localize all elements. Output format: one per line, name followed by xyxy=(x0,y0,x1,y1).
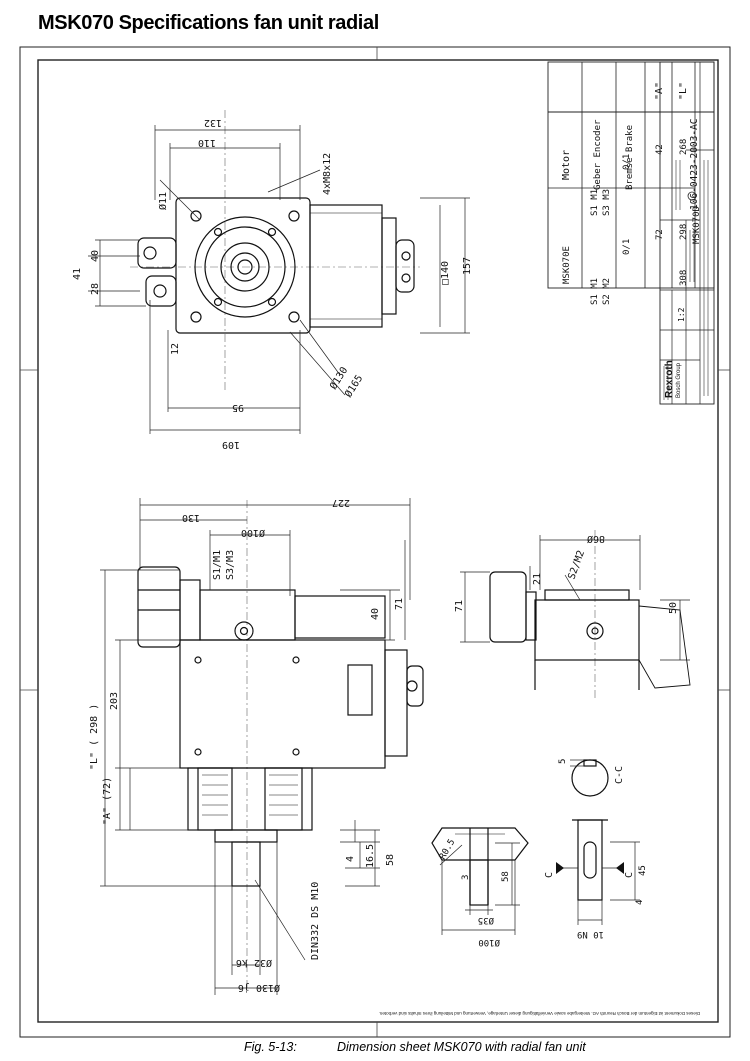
figure-label: Fig. 5-13: xyxy=(244,1040,297,1054)
table-header-a: "A" xyxy=(654,82,665,100)
section-arrow-right xyxy=(616,862,624,874)
front-dim-130: 130 xyxy=(182,512,200,523)
shaft-key-detail xyxy=(571,759,609,901)
front-dim-d130j6: Ø130 j6 xyxy=(238,982,280,994)
table-header-encoder: Geber Encoder xyxy=(593,119,603,190)
side-dim-21: 21 xyxy=(532,573,543,585)
top-dim-110: 110 xyxy=(198,137,216,148)
sheet-border-outer xyxy=(19,46,731,1038)
flange-dim-58: 58 xyxy=(501,871,511,882)
copyright-note: Dieses Dokument ist Eigentum der Bosch R… xyxy=(379,1011,700,1016)
front-dim-d32: Ø32 k6 xyxy=(236,957,272,969)
table-cell-l-1: 268 xyxy=(679,139,689,155)
table-header-brake: Bremse Brake xyxy=(625,125,635,190)
table-cell-brake-1a: 0/1 xyxy=(622,154,632,170)
motor-table: Motor Geber Encoder Bremse Brake "A" "L"… xyxy=(547,61,715,305)
top-dim-40: 40 xyxy=(90,250,101,262)
key-dim-5: 5 xyxy=(558,759,568,764)
front-dim-71: 71 xyxy=(394,598,405,610)
drawing-scale: 1:2 xyxy=(677,307,686,322)
flange-dimensions xyxy=(439,842,520,935)
front-dim-L: "L" ( 298 ) xyxy=(89,704,100,770)
table-cell-l-2b: 308 xyxy=(679,270,689,286)
table-header-l: "L" xyxy=(678,82,689,100)
side-view-dimensions xyxy=(460,535,690,661)
front-view xyxy=(137,500,424,990)
section-arrow-left xyxy=(556,862,564,874)
flange-dim-3: 3 xyxy=(461,875,471,880)
table-cell-enc-2b: S2 M2 xyxy=(602,278,612,305)
flange-detail xyxy=(431,827,529,906)
side-view xyxy=(489,530,691,700)
table-cell-l-2: 298 xyxy=(679,224,689,240)
flange-dim-d35: Ø35 xyxy=(478,915,494,926)
front-dim-16-5: 16.5 xyxy=(365,844,376,868)
front-dim-4: 4 xyxy=(345,856,356,862)
front-view-dimensions xyxy=(100,498,411,995)
key-dim-45: 45 xyxy=(638,865,648,876)
table-header-motor: Motor xyxy=(561,150,572,180)
key-dim-4: 4 xyxy=(635,900,645,905)
top-dim-41: 41 xyxy=(72,268,83,280)
top-dim-95: 95 xyxy=(232,402,244,413)
key-dim-c-left: C xyxy=(544,872,555,878)
key-dim-n9: 10 N9 xyxy=(577,929,604,939)
side-dim-50: 50 xyxy=(668,602,679,614)
top-dim-12: 12 xyxy=(170,343,181,355)
top-dim-109: 109 xyxy=(222,439,240,450)
front-dim-din: DIN332 DS M10 xyxy=(310,882,321,960)
brand-logo: Rexroth xyxy=(664,360,675,398)
title-block: Rexroth Bosch Group 106-0423-2003-AC 1:2 xyxy=(659,61,715,405)
side-dim-71: 71 xyxy=(454,600,465,612)
key-dim-cc: C-C xyxy=(614,766,625,784)
top-dim-28: 28 xyxy=(90,283,101,295)
side-dim-s2m2: S2/M2 xyxy=(566,549,587,581)
front-dim-d100: Ø100 xyxy=(241,527,265,539)
flange-dim-r05: R0.5 xyxy=(438,838,458,862)
brand-group: Bosch Group xyxy=(676,362,682,398)
border-ticks xyxy=(20,47,730,1037)
top-view xyxy=(130,110,420,390)
figure-caption: Dimension sheet MSK070 with radial fan u… xyxy=(337,1040,586,1054)
table-cell-motor-1: MSK070D xyxy=(692,206,702,244)
front-dim-A: "A" (72) xyxy=(102,777,113,825)
sheet-border-inner xyxy=(37,59,719,1023)
front-dim-58: 58 xyxy=(385,854,396,866)
top-dim-157: 157 xyxy=(462,257,473,275)
table-cell-brake-2a: 0/1 xyxy=(622,239,632,255)
top-dim-132: 132 xyxy=(204,117,222,128)
top-dim-140: □140 xyxy=(440,261,451,285)
front-dim-203: 203 xyxy=(109,692,120,710)
front-dim-227: 227 xyxy=(332,497,350,508)
top-view-dimensions xyxy=(88,125,470,434)
top-dim-screws: 4xM8x12 xyxy=(322,153,333,195)
top-dim-d11: Ø11 xyxy=(157,192,169,210)
table-cell-enc-1a: S1 M1 xyxy=(590,189,600,216)
table-cell-enc-1b: S3 M3 xyxy=(602,189,612,216)
front-dim-40: 40 xyxy=(370,608,381,620)
page-title: MSK070 Specifications fan unit radial xyxy=(38,12,379,34)
drawing-number: 106-0423-2003-AC xyxy=(689,118,700,210)
front-dim-s3m3: S3/M3 xyxy=(225,550,236,580)
table-cell-motor-2: MSK070E xyxy=(562,246,572,284)
flange-dim-d100: Ø100 xyxy=(478,937,500,948)
front-dim-s1m1: S1/M1 xyxy=(212,550,223,580)
table-cell-enc-2a: S1 M1 xyxy=(590,278,600,305)
key-dim-c-right: C xyxy=(624,872,635,878)
side-dim-86: 86Ø xyxy=(587,533,605,545)
